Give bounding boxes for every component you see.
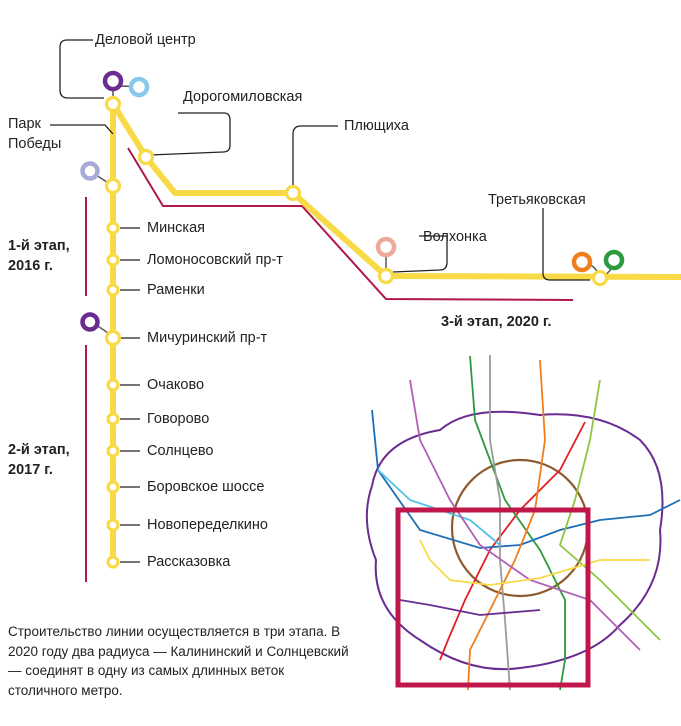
station-label-plyushchikha: Плющиха — [344, 118, 409, 134]
station-label-volkhonka: Волхонка — [423, 229, 487, 245]
inset-orange-line — [467, 359, 546, 691]
station-label-park-pobedy: Парк Победы — [8, 116, 62, 152]
station-label-ochakovo: Очаково — [147, 377, 205, 393]
station-label-dorogomilovskaya: Дорогомиловская — [183, 89, 303, 105]
station-label-ramenki: Раменки — [147, 282, 205, 298]
inset-violet-line — [409, 379, 641, 651]
station-label-delovoy: Деловой центр — [95, 32, 196, 48]
inset-grey-line — [489, 355, 511, 691]
yellow-stations — [104, 95, 609, 569]
station-label-solntsevo: Солнцево — [147, 443, 214, 459]
station-label-lomonosovsky: Ломоносовский пр-т — [147, 252, 283, 268]
inset-lightgreen-line — [558, 379, 661, 641]
stage1-label: 1-й этап, 2016 г. — [8, 238, 70, 274]
label-leaders — [50, 39, 590, 281]
inset-mck-line — [365, 410, 664, 671]
stage3-label: 3-й этап, 2020 г. — [441, 314, 552, 330]
inset-darkpurple-line — [399, 599, 541, 616]
station-label-tretyakovskaya: Третьяковская — [488, 192, 586, 208]
station-label-novoperedelkino: Новопеределкино — [147, 517, 268, 533]
station-label-borovskoe: Боровское шоссе — [147, 479, 265, 495]
inset-green-line — [469, 355, 566, 691]
station-label-michurinsky: Мичуринский пр-т — [147, 330, 268, 346]
station-ticks — [120, 227, 140, 563]
inset-blue-line — [371, 409, 681, 549]
interchange-circles — [80, 70, 625, 332]
inset-metro-map — [365, 355, 681, 691]
stage2-label: 2-й этап, 2017 г. — [8, 442, 70, 478]
station-label-govorovo: Говорово — [147, 411, 210, 427]
station-label-minskaya: Минская — [147, 220, 206, 236]
station-label-rasskazovka: Рассказовка — [147, 554, 231, 570]
inset-highlight-frame — [395, 507, 591, 688]
inset-yellow-line — [419, 539, 650, 586]
inset-red-line — [439, 421, 586, 661]
stage3-divider — [127, 147, 574, 301]
description-text: Строительство линии осуществляется в три… — [8, 624, 349, 698]
